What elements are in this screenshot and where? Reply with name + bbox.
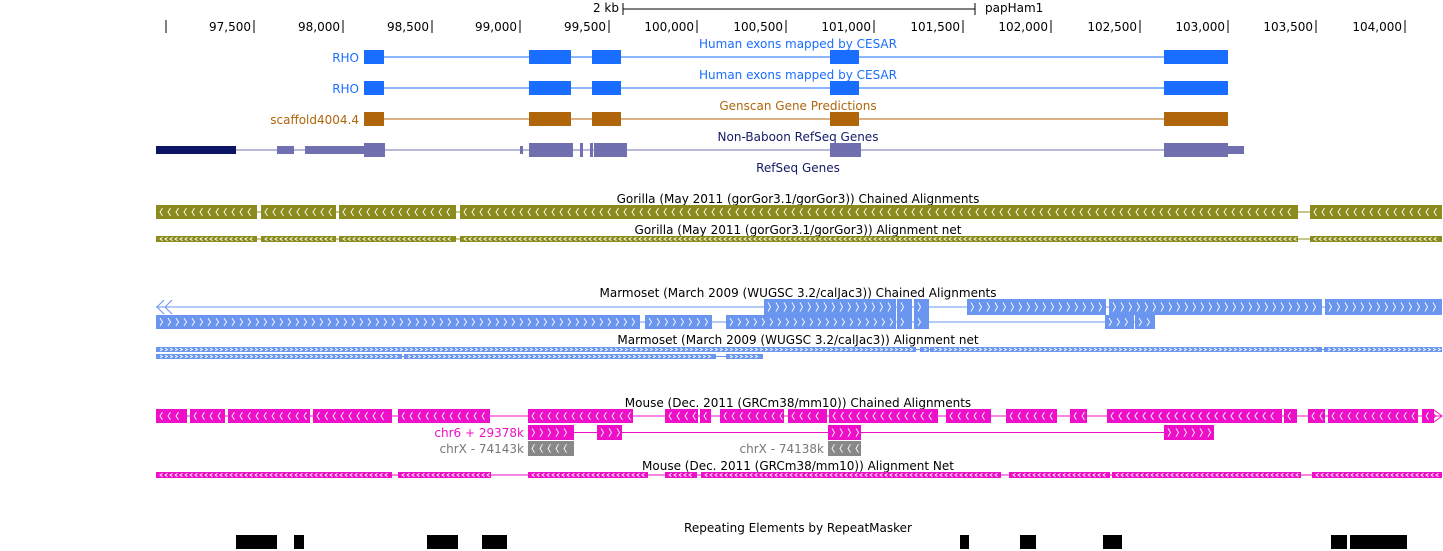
repeat-element[interactable] [1020, 535, 1036, 549]
ruler-tick-label: 97,500 [209, 20, 251, 34]
repeat-element[interactable] [427, 535, 458, 549]
mouse-chain-track-title[interactable]: Mouse (Dec. 2011 (GRCm38/mm10)) Chained … [625, 396, 971, 410]
repeat-element[interactable] [1350, 535, 1407, 549]
gorilla-chain-track-title[interactable]: Gorilla (May 2011 (gorGor3.1/gorGor3)) C… [617, 192, 980, 206]
repeat-element[interactable] [1331, 535, 1347, 549]
scale-bar-label: 2 kb [593, 1, 619, 15]
base-position-ruler[interactable]: 97,500 98,000 98,500 99,000 99,500 100,000 100… [165, 20, 1406, 34]
repeat-element[interactable] [236, 535, 277, 549]
repeatmasker-track-title[interactable]: Repeating Elements by RepeatMasker [684, 521, 912, 535]
genscan-track-title[interactable]: Genscan Gene Predictions [719, 99, 876, 113]
refseq-track-title[interactable]: RefSeq Genes [756, 161, 840, 175]
assembly-label: papHam1 [985, 1, 1043, 15]
cesar-track-title-2[interactable]: Human exons mapped by CESAR [699, 68, 897, 82]
repeat-element[interactable] [960, 535, 969, 549]
ruler-tick-label: 104,000 [1352, 20, 1402, 34]
gene-tracks[interactable] [156, 50, 1244, 157]
ruler-tick-label: 103,000 [1175, 20, 1225, 34]
repeat-element[interactable] [1103, 535, 1122, 549]
ruler-tick-label: 103,500 [1263, 20, 1313, 34]
mouse-net-track-title[interactable]: Mouse (Dec. 2011 (GRCm38/mm10)) Alignmen… [642, 459, 954, 473]
marmoset-net-track-title[interactable]: Marmoset (March 2009 (WUGSC 3.2/calJac3)… [617, 333, 978, 347]
marmoset-chain-track-title[interactable]: Marmoset (March 2009 (WUGSC 3.2/calJac3)… [599, 286, 996, 300]
repeatmasker-track[interactable] [236, 535, 1407, 549]
scale-bar: 2 kb papHam1 [593, 1, 1043, 15]
ruler-tick-label: 102,500 [1087, 20, 1137, 34]
ruler-tick-label: 100,500 [733, 20, 783, 34]
mouse-chrX-label-a[interactable]: chrX - 74143k [440, 442, 524, 456]
ruler-tick-label: 101,000 [821, 20, 871, 34]
genscan-item-label[interactable]: scaffold4004.4 [270, 113, 359, 127]
cesar-item-label-2[interactable]: RHO [332, 82, 359, 96]
mouse-chr6-label[interactable]: chr6 + 29378k [434, 426, 524, 440]
cesar-track-title-1[interactable]: Human exons mapped by CESAR [699, 37, 897, 51]
nonbaboon-refseq-track-title[interactable]: Non-Baboon RefSeq Genes [718, 130, 879, 144]
ruler-tick-label: 99,000 [475, 20, 517, 34]
alignment-tracks[interactable] [156, 205, 1443, 478]
repeat-element[interactable] [294, 535, 304, 549]
ruler-tick-label: 99,500 [564, 20, 606, 34]
ruler-tick-label: 98,000 [298, 20, 340, 34]
repeat-element[interactable] [482, 535, 507, 549]
ruler-tick-label: 100,000 [644, 20, 694, 34]
cesar-item-label-1[interactable]: RHO [332, 51, 359, 65]
gorilla-net-track-title[interactable]: Gorilla (May 2011 (gorGor3.1/gorGor3)) A… [635, 223, 962, 237]
ruler-tick-label: 102,000 [998, 20, 1048, 34]
ruler-tick-label: 101,500 [910, 20, 960, 34]
ruler-tick-label: 98,500 [387, 20, 429, 34]
mouse-chrX-label-b[interactable]: chrX - 74138k [740, 442, 824, 456]
